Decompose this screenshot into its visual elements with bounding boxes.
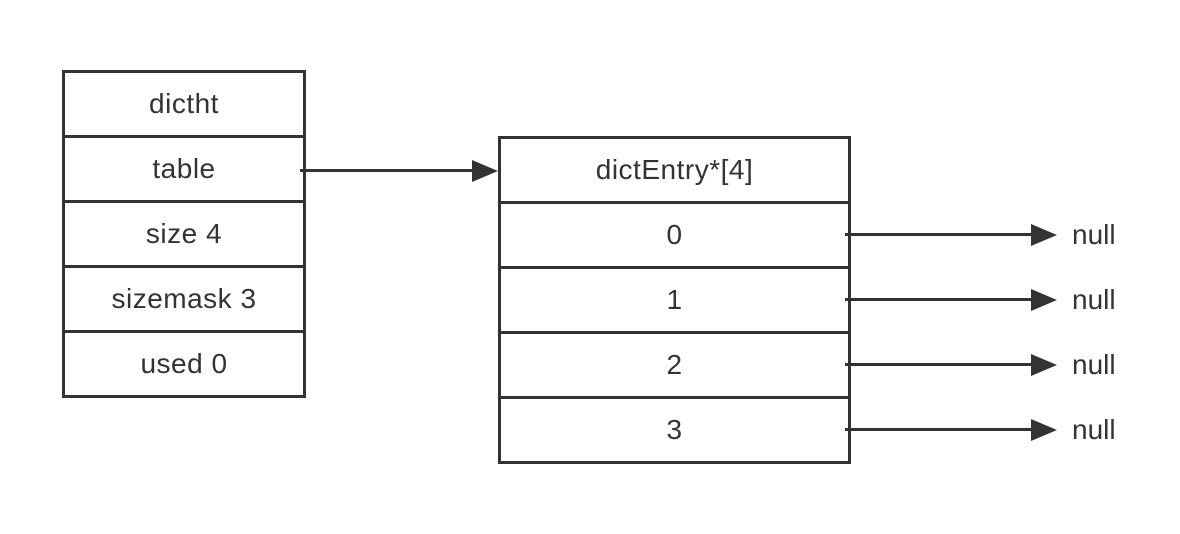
null-label-slot-0: null [1072, 219, 1116, 250]
arrow-head-icon [1031, 419, 1057, 441]
null-label-slot-3: null [1072, 414, 1116, 445]
slot-0-pointer-arrow [845, 224, 1057, 246]
null-label-slot-2: null [1072, 349, 1116, 380]
dictht-row-table: table [65, 135, 303, 200]
array-row-slot-0: 0 [501, 201, 848, 266]
arrow-head-icon [1031, 224, 1057, 246]
dictht-row-title: dictht [65, 73, 303, 135]
arrow-head-icon [472, 160, 498, 182]
arrow-line [845, 298, 1035, 301]
arrow-head-icon [1031, 289, 1057, 311]
table-pointer-arrow [300, 160, 498, 182]
array-row-slot-3: 3 [501, 396, 848, 461]
array-row-header: dictEntry*[4] [501, 139, 848, 201]
arrow-line [300, 169, 476, 172]
arrow-line [845, 363, 1035, 366]
dictht-row-size: size 4 [65, 200, 303, 265]
dictht-row-sizemask: sizemask 3 [65, 265, 303, 330]
dictht-struct-box: dictht table size 4 sizemask 3 used 0 [62, 70, 306, 398]
array-row-slot-1: 1 [501, 266, 848, 331]
dictht-row-used: used 0 [65, 330, 303, 395]
null-label-slot-1: null [1072, 284, 1116, 315]
arrow-line [845, 233, 1035, 236]
arrow-line [845, 428, 1035, 431]
dictentry-array-box: dictEntry*[4] 0 1 2 3 [498, 136, 851, 464]
slot-2-pointer-arrow [845, 354, 1057, 376]
slot-3-pointer-arrow [845, 419, 1057, 441]
slot-1-pointer-arrow [845, 289, 1057, 311]
arrow-head-icon [1031, 354, 1057, 376]
array-row-slot-2: 2 [501, 331, 848, 396]
